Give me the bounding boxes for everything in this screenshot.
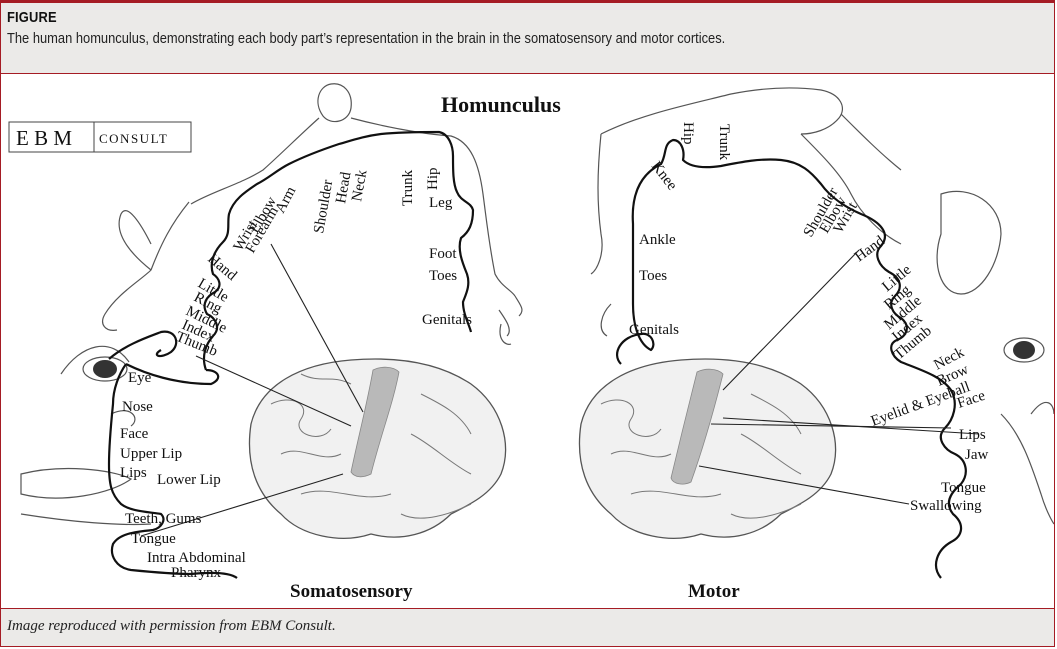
label-hip: Hip (680, 122, 696, 145)
label-lower-lip: Lower Lip (157, 472, 221, 488)
figure-footer: Image reproduced with permission from EB… (1, 608, 1054, 646)
label-foot: Foot (429, 246, 457, 262)
label-eyelid-eyeball: Eyelid & Eyeball (869, 379, 972, 430)
homunculus-diagram: Homunculus E B M CONSULT (1, 74, 1054, 608)
label-shoulder: Shoulder (311, 179, 336, 235)
label-pharynx: Pharynx (171, 565, 221, 581)
label-teeth-gums: Teeth, Gums (125, 511, 202, 527)
figure-header: FIGURE The human homunculus, demonstrati… (1, 3, 1054, 74)
label-toes: Toes (429, 268, 457, 284)
label-genitals: Genitals (422, 312, 472, 328)
ebm-consult-logo: E B M CONSULT (9, 122, 191, 152)
label-toes: Toes (639, 268, 667, 284)
label-leg: Leg (429, 195, 453, 211)
label-hip: Hip (425, 168, 441, 191)
label-swallowing: Swallowing (910, 498, 982, 514)
label-lips: Lips (120, 465, 147, 481)
pointer-line (723, 250, 859, 390)
label-ankle: Ankle (639, 232, 676, 248)
label-trunk: Trunk (716, 124, 732, 161)
label-face: Face (120, 426, 149, 442)
somatosensory-title: Somatosensory (290, 581, 413, 602)
label-upper-lip: Upper Lip (120, 446, 182, 462)
label-genitals: Genitals (629, 322, 679, 338)
diagram-title: Homunculus (441, 92, 561, 117)
label-lips: Lips (959, 427, 986, 443)
label-jaw: Jaw (965, 447, 988, 463)
homunculus-figure: Homunculus E B M CONSULT (1, 74, 1054, 608)
label-tongue: Tongue (131, 531, 176, 547)
motor-brain (579, 359, 835, 538)
label-intra-abdominal: Intra Abdominal (147, 550, 246, 566)
logo-ebm: E B M (16, 126, 72, 150)
figure-caption: The human homunculus, demonstrating each… (7, 30, 725, 47)
somatosensory-cortex-outline (109, 132, 473, 384)
label-nose: Nose (122, 399, 153, 415)
label-trunk: Trunk (400, 169, 416, 206)
figure-credit: Image reproduced with permission from EB… (7, 618, 336, 635)
label-hand: Hand (852, 233, 888, 265)
somatosensory-brain (249, 359, 505, 538)
label-tongue: Tongue (941, 480, 986, 496)
logo-consult: CONSULT (99, 131, 168, 146)
label-knee: Knee (648, 159, 680, 194)
motor-title: Motor (688, 581, 740, 602)
figure-label: FIGURE (7, 9, 57, 26)
label-eye: Eye (128, 370, 152, 386)
